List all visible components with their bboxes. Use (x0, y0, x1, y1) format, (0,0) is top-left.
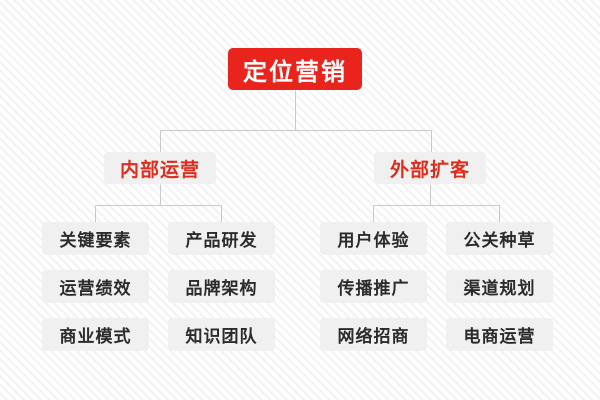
root-node[interactable]: 定位营销 (228, 48, 362, 90)
leaf-node[interactable]: 运营绩效 (42, 270, 149, 303)
branch-node-external-acquisition[interactable]: 外部扩客 (374, 152, 486, 184)
leaf-node[interactable]: 传播推广 (320, 270, 427, 303)
leaf-node[interactable]: 渠道规划 (446, 270, 553, 303)
leaf-node[interactable]: 产品研发 (168, 222, 275, 255)
branch-node-internal-operations[interactable]: 内部运营 (104, 152, 216, 184)
leaf-node[interactable]: 网络招商 (320, 318, 427, 351)
leaf-node[interactable]: 品牌架构 (168, 270, 275, 303)
leaf-node[interactable]: 商业模式 (42, 318, 149, 351)
leaf-node[interactable]: 公关种草 (446, 222, 553, 255)
leaf-node[interactable]: 关键要素 (42, 222, 149, 255)
leaf-node[interactable]: 用户体验 (320, 222, 427, 255)
leaf-node[interactable]: 知识团队 (168, 318, 275, 351)
leaf-node[interactable]: 电商运营 (446, 318, 553, 351)
